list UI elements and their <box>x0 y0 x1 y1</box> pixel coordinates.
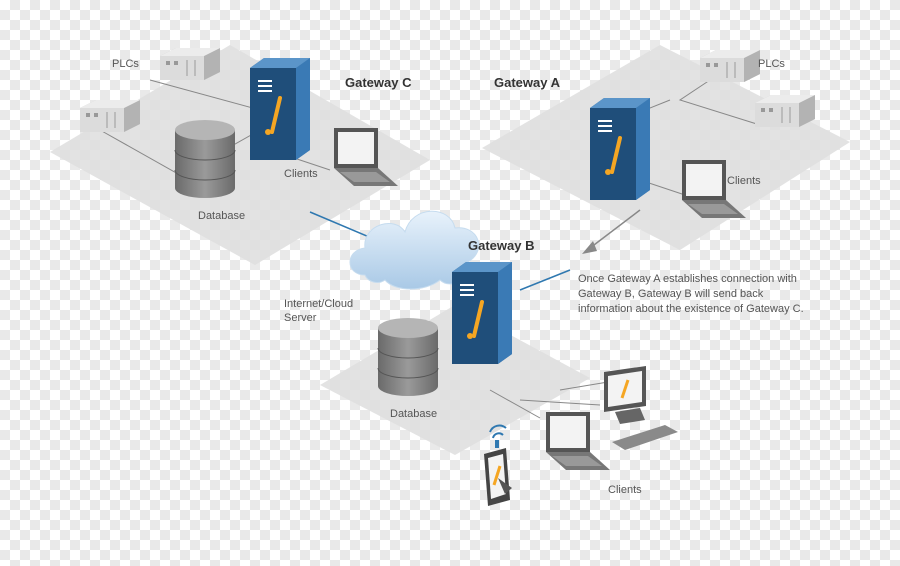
plcs-left-label: PLCs <box>112 58 139 70</box>
server-icon <box>588 96 652 202</box>
arrow-a-to-b <box>589 209 641 249</box>
note-line-1: Once Gateway A establishes connection wi… <box>578 273 797 285</box>
plcs-right-label: PLCs <box>758 58 785 70</box>
tablet-icon <box>484 448 512 506</box>
plc-icon <box>80 100 140 132</box>
desktop-icon <box>604 366 678 450</box>
gateway-c-label: Gateway C <box>345 75 412 90</box>
database-c-label: Database <box>198 210 246 222</box>
plc-icon <box>700 50 760 82</box>
clients-c-label: Clients <box>284 168 318 180</box>
platform-gateway-c <box>50 45 430 265</box>
note-line-2: Gateway B, Gateway B will send back <box>578 288 764 300</box>
clients-a-label: Clients <box>727 175 761 187</box>
server-icon <box>248 56 312 162</box>
server-icon <box>450 260 514 366</box>
gateway-a-label: Gateway A <box>494 75 560 90</box>
wifi-icon <box>489 424 507 439</box>
arrow-head <box>582 241 597 254</box>
clients-b-label: Clients <box>608 484 642 496</box>
laptop-icon <box>546 412 610 470</box>
database-icon <box>174 119 236 199</box>
platform-gateway-b <box>320 305 590 455</box>
platform-gateway-a <box>482 45 850 250</box>
connection-note: Once Gateway A establishes connection wi… <box>578 272 868 317</box>
database-b-label: Database <box>390 408 438 420</box>
cloud-icon <box>349 210 480 290</box>
cloud-label-line1: Internet/Cloud <box>284 298 354 310</box>
gateway-b-label: Gateway B <box>468 238 535 253</box>
plc-icon <box>160 48 220 80</box>
database-icon <box>377 317 439 397</box>
note-line-3: information about the existence of Gatew… <box>578 303 804 315</box>
cloud-label-line2: Server <box>284 312 317 324</box>
wifi-base <box>495 440 499 448</box>
link-b-to-note <box>519 269 571 291</box>
plc-icon <box>755 95 815 127</box>
